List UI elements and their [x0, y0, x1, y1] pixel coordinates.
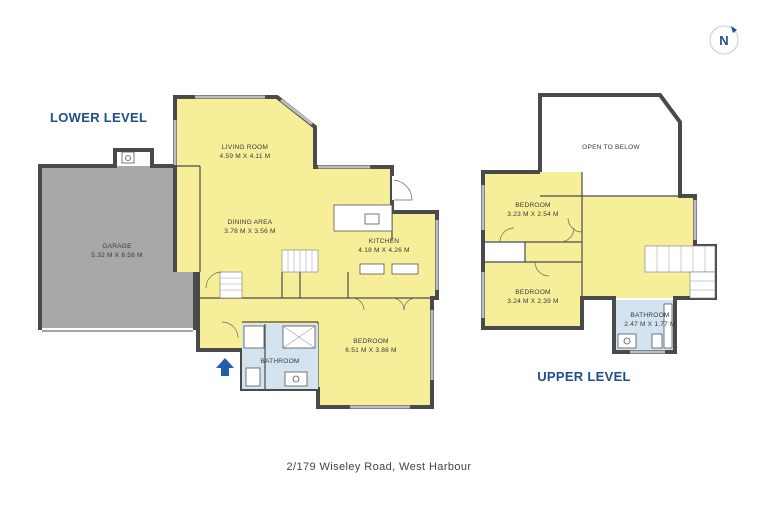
upper-bathroom [616, 300, 673, 350]
dining-area-dims: 3.78 M X 3.56 M [224, 228, 275, 235]
upper-bedroom-1-dims: 3.23 M X 2.54 M [507, 211, 558, 218]
upper-bathroom-dims: 2.47 M X 1.77 M [624, 321, 675, 328]
compass-north-label: N [719, 33, 728, 48]
lower-level-title: LOWER LEVEL [50, 110, 147, 125]
lower-bathroom [242, 324, 318, 389]
entry-arrow-icon [216, 358, 234, 376]
living-room-name: LIVING ROOM [222, 144, 268, 151]
upper-bedroom-2-name: BEDROOM [515, 289, 550, 296]
garage-area [38, 148, 197, 332]
garage-name: GARAGE [102, 243, 132, 250]
compass-icon: N [709, 25, 739, 55]
open-to-below-label: OPEN TO BELOW [582, 144, 640, 151]
lower-bedroom-dims: 6.51 M X 3.86 M [345, 347, 396, 354]
upper-floor-area [481, 93, 717, 354]
upper-level-title: UPPER LEVEL [537, 369, 631, 384]
living-room-dims: 4.59 M X 4.11 M [220, 153, 271, 160]
property-address: 2/179 Wiseley Road, West Harbour [286, 461, 471, 473]
upper-bathroom-name: BATHROOM [630, 312, 669, 319]
garage-dims: 5.32 M X 6.58 M [91, 252, 142, 259]
lower-bedroom-name: BEDROOM [353, 338, 388, 345]
upper-bedroom-2-dims: 3.24 M X 2.39 M [507, 298, 558, 305]
kitchen-name: KITCHEN [369, 238, 399, 245]
lower-bathroom-name: BATHROOM [260, 358, 299, 365]
dining-area-name: DINING AREA [228, 219, 273, 226]
kitchen-dims: 4.18 M X 4.26 M [358, 247, 409, 254]
upper-bedroom-1-name: BEDROOM [515, 202, 550, 209]
